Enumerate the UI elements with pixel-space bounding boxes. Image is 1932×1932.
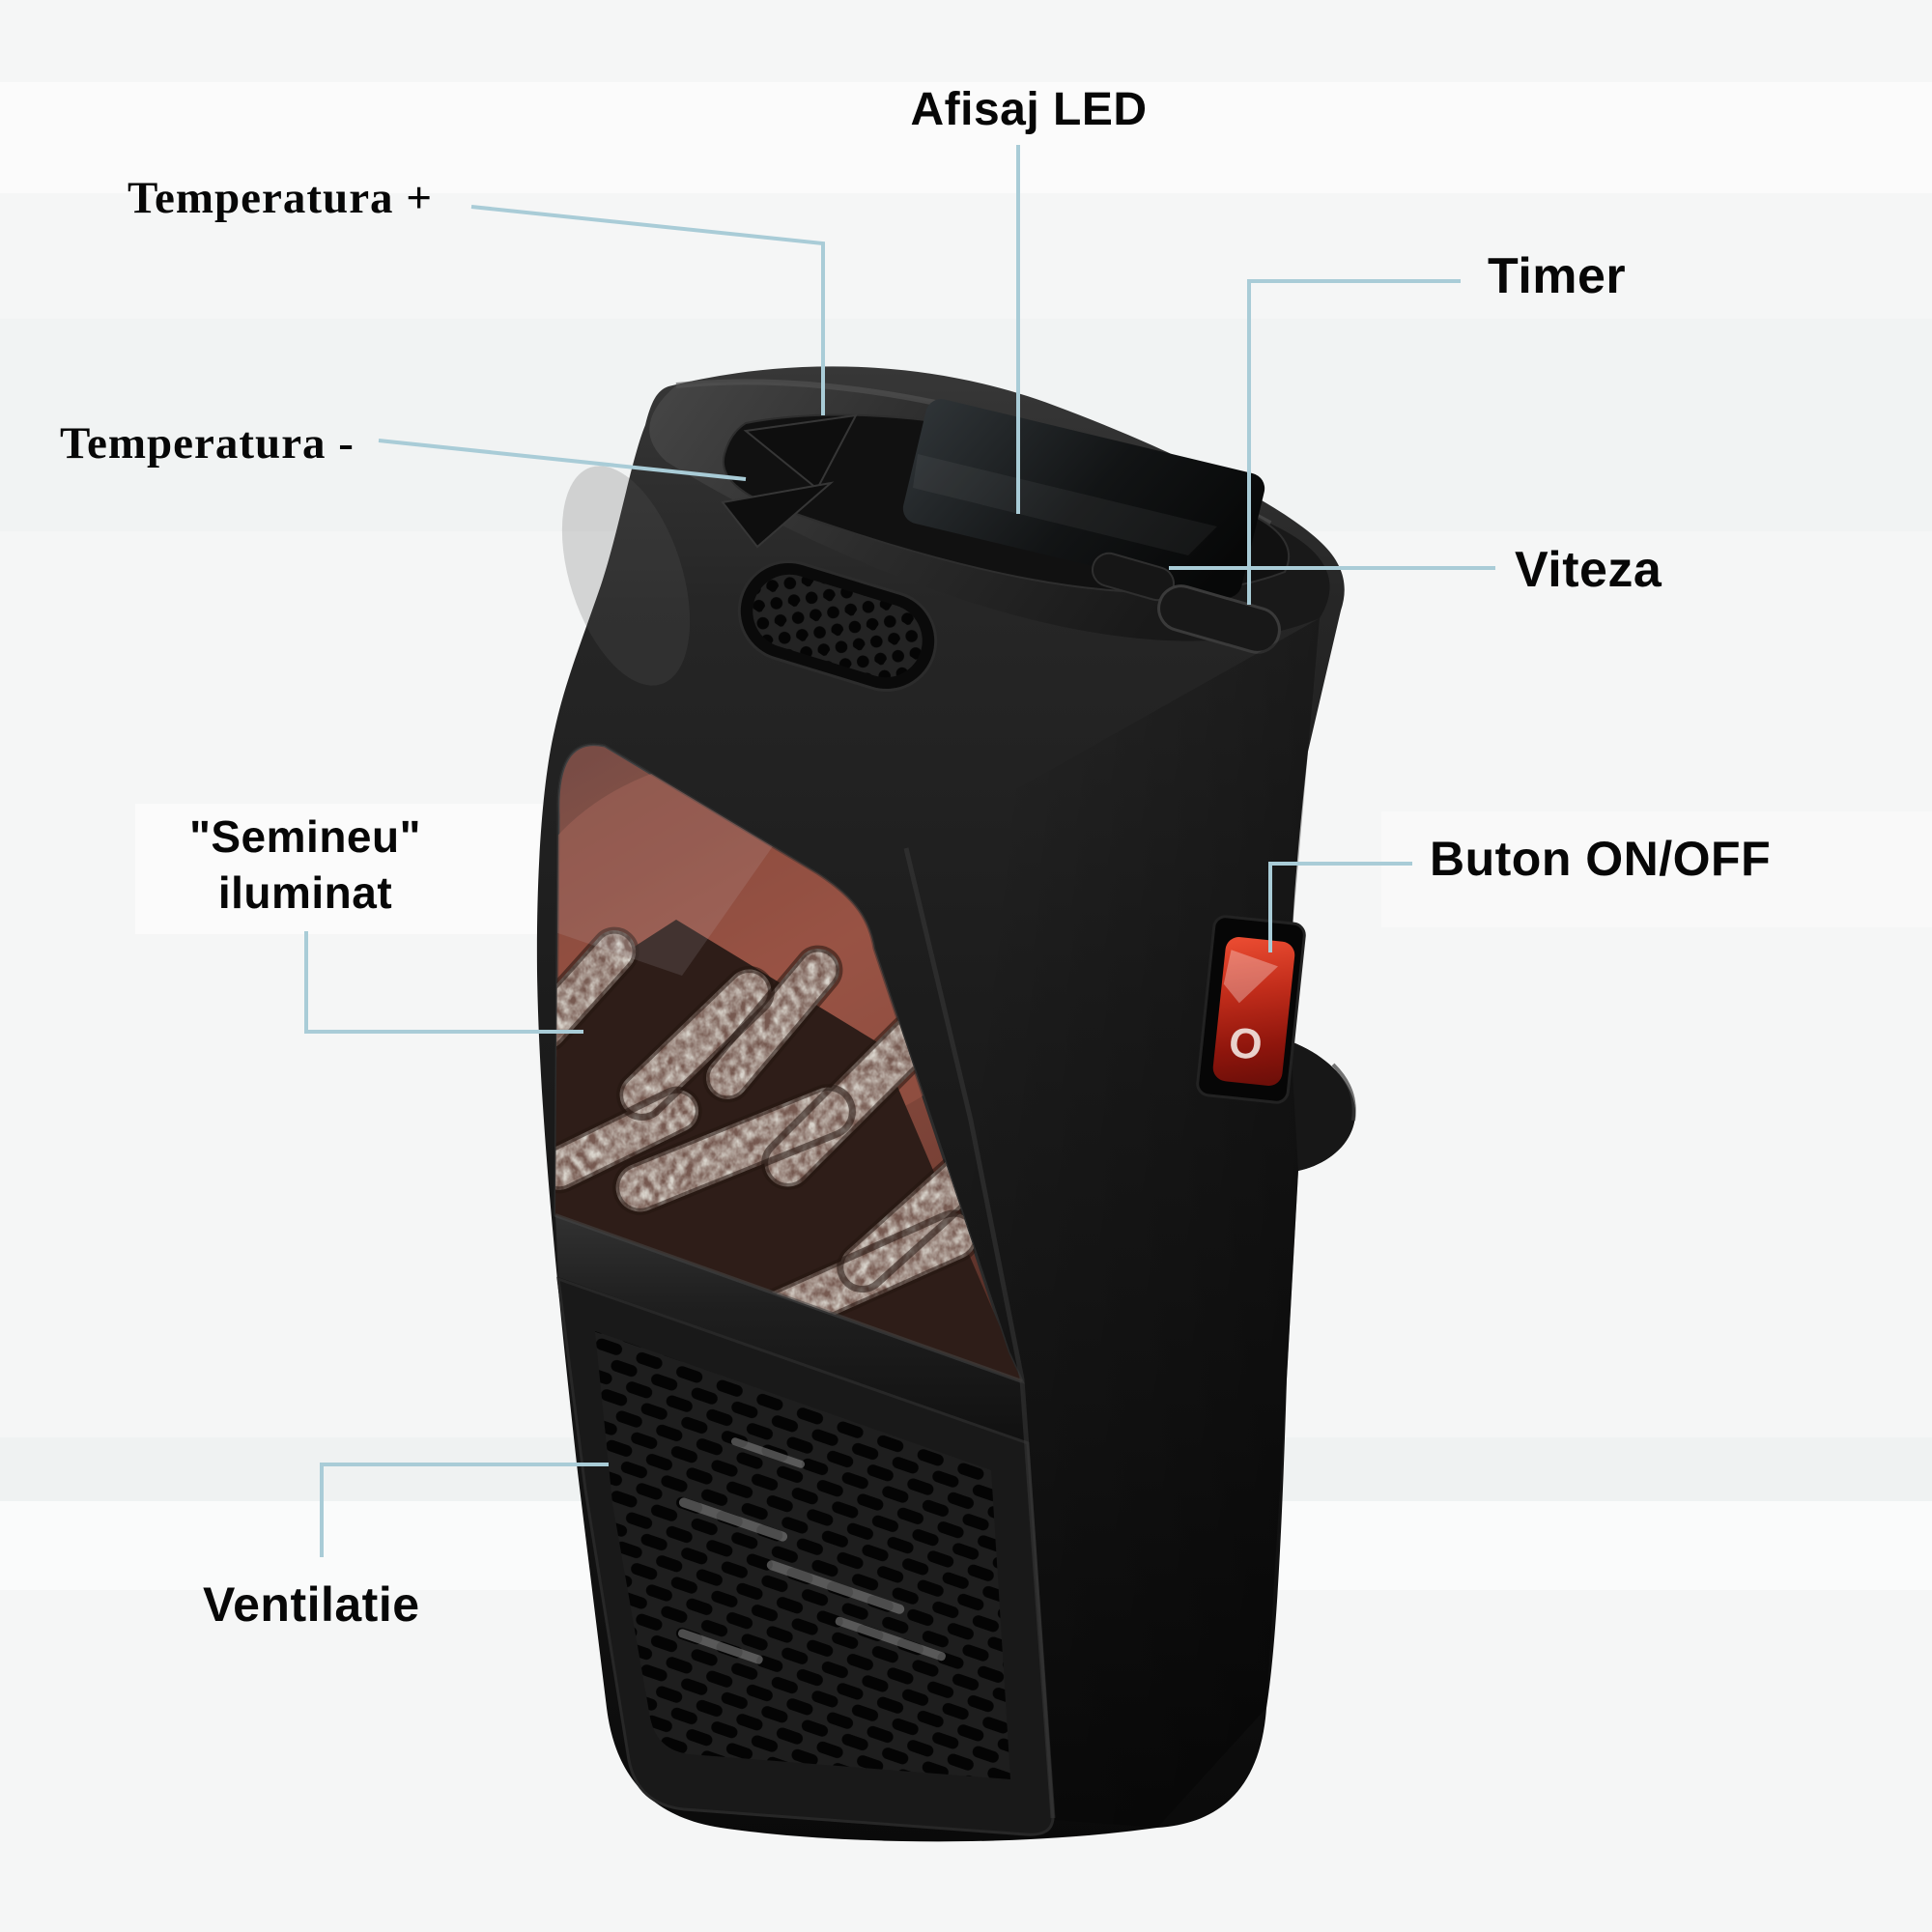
callout-timer-line [1247,279,1461,605]
front-frame-bar [555,1215,1028,1443]
label-ventilatie: Ventilatie [203,1577,420,1632]
front-grille [556,1276,1055,1836]
heater-device: O [536,366,1356,1842]
callout-semineu-line [304,931,583,1034]
callout-temperatura-minus-line [378,439,747,481]
label-semineu-line2: iluminat [217,867,393,918]
side-knob [1291,1041,1356,1171]
display-sheen [913,454,1217,555]
glass-sheen [555,744,773,976]
side-knob-highlight [1331,1063,1356,1122]
temp-plus-button [743,413,858,491]
label-timer: Timer [1488,248,1627,304]
timer-button [1157,584,1281,654]
label-temperatura-minus: Temperatura - [60,418,355,469]
label-afisaj-led: Afisaj LED [910,84,1148,135]
power-switch: O [1196,915,1306,1104]
led-display [902,399,1265,598]
callout-buton-onoff-line [1268,862,1412,952]
switch-marking: O [1227,1019,1264,1069]
frame-bar-highlight [554,1213,1023,1383]
power-switch-rocker [1212,937,1295,1086]
switch-highlight [1223,950,1279,1004]
grille-reflections [677,1437,946,1664]
callout-lines [304,145,1495,1557]
callout-temperatura-plus-line [470,205,825,415]
label-temperatura-plus: Temperatura + [128,173,434,223]
label-semineu-line1: "Semineu" [189,811,421,862]
body-neck-highlight [561,466,691,686]
top-vent [737,560,938,692]
label-viteza: Viteza [1515,542,1662,598]
temp-minus-button [721,481,835,549]
front-side-corner-rim [903,847,1056,1819]
callout-ventilatie-line [320,1463,609,1557]
label-buton-onoff: Buton ON/OFF [1430,832,1772,886]
label-semineu-iluminat: "Semineu" iluminat [189,810,421,922]
